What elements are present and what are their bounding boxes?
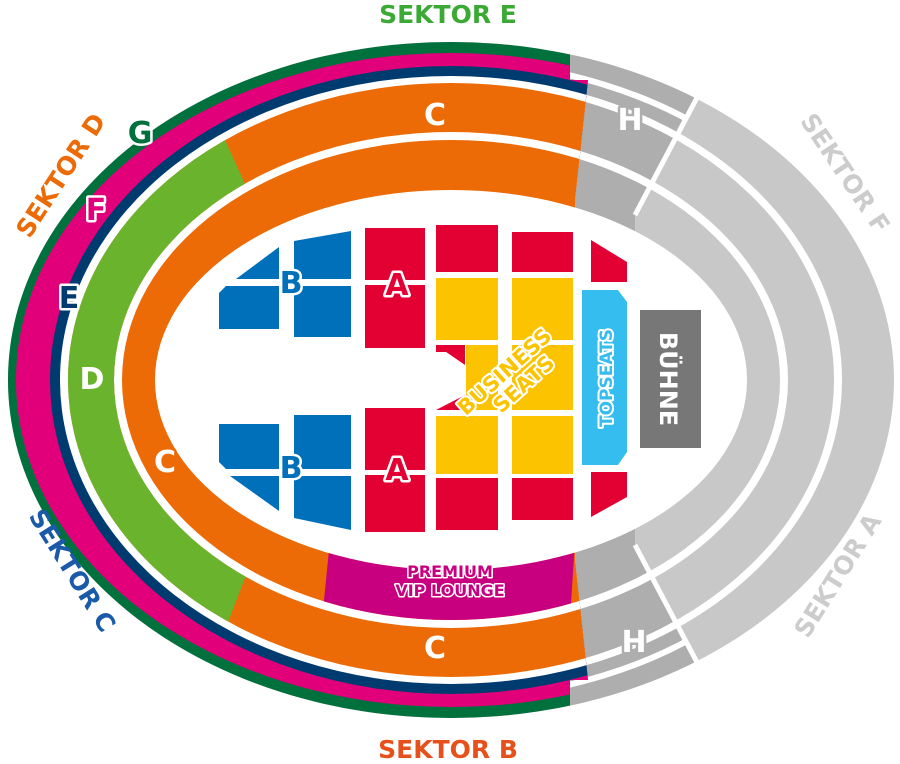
vip-label-2: VIP LOUNGE: [395, 581, 504, 600]
ring-c-label-top: C: [424, 98, 446, 133]
block-b-top-label: B: [280, 266, 303, 301]
topseats-label: TOPSEATS: [597, 329, 617, 427]
block-b-bottom[interactable]: [219, 415, 351, 530]
stage-label: BÜHNE: [654, 332, 684, 426]
ring-e-label: E: [59, 281, 80, 316]
ring-h-label-bottom: H: [621, 625, 646, 660]
ring-h-label-top: H: [617, 103, 642, 138]
ring-d-label: D: [80, 362, 105, 397]
block-a-bottom[interactable]: [365, 408, 425, 532]
block-a-top-label: A: [385, 268, 409, 303]
block-a-bottom-label: A: [385, 453, 409, 488]
ring-f-label: F: [86, 193, 107, 228]
topseats-block[interactable]: [582, 290, 627, 465]
block-b-bottom-label: B: [280, 451, 303, 486]
stage: BÜHNE: [640, 310, 701, 448]
sector-e-label: SEKTOR E: [379, 0, 517, 29]
sector-b-label: SEKTOR B: [378, 735, 518, 764]
ring-c-label-left: C: [154, 445, 176, 480]
block-a-top[interactable]: [365, 228, 425, 348]
block-b-top[interactable]: [219, 231, 351, 337]
ring-c-label-bottom: C: [424, 631, 446, 666]
ring-g-label: G: [128, 116, 153, 151]
business-seats-block[interactable]: [436, 278, 573, 474]
block-red-front[interactable]: [436, 225, 627, 530]
vip-label-1: PREMIUM: [407, 562, 493, 581]
